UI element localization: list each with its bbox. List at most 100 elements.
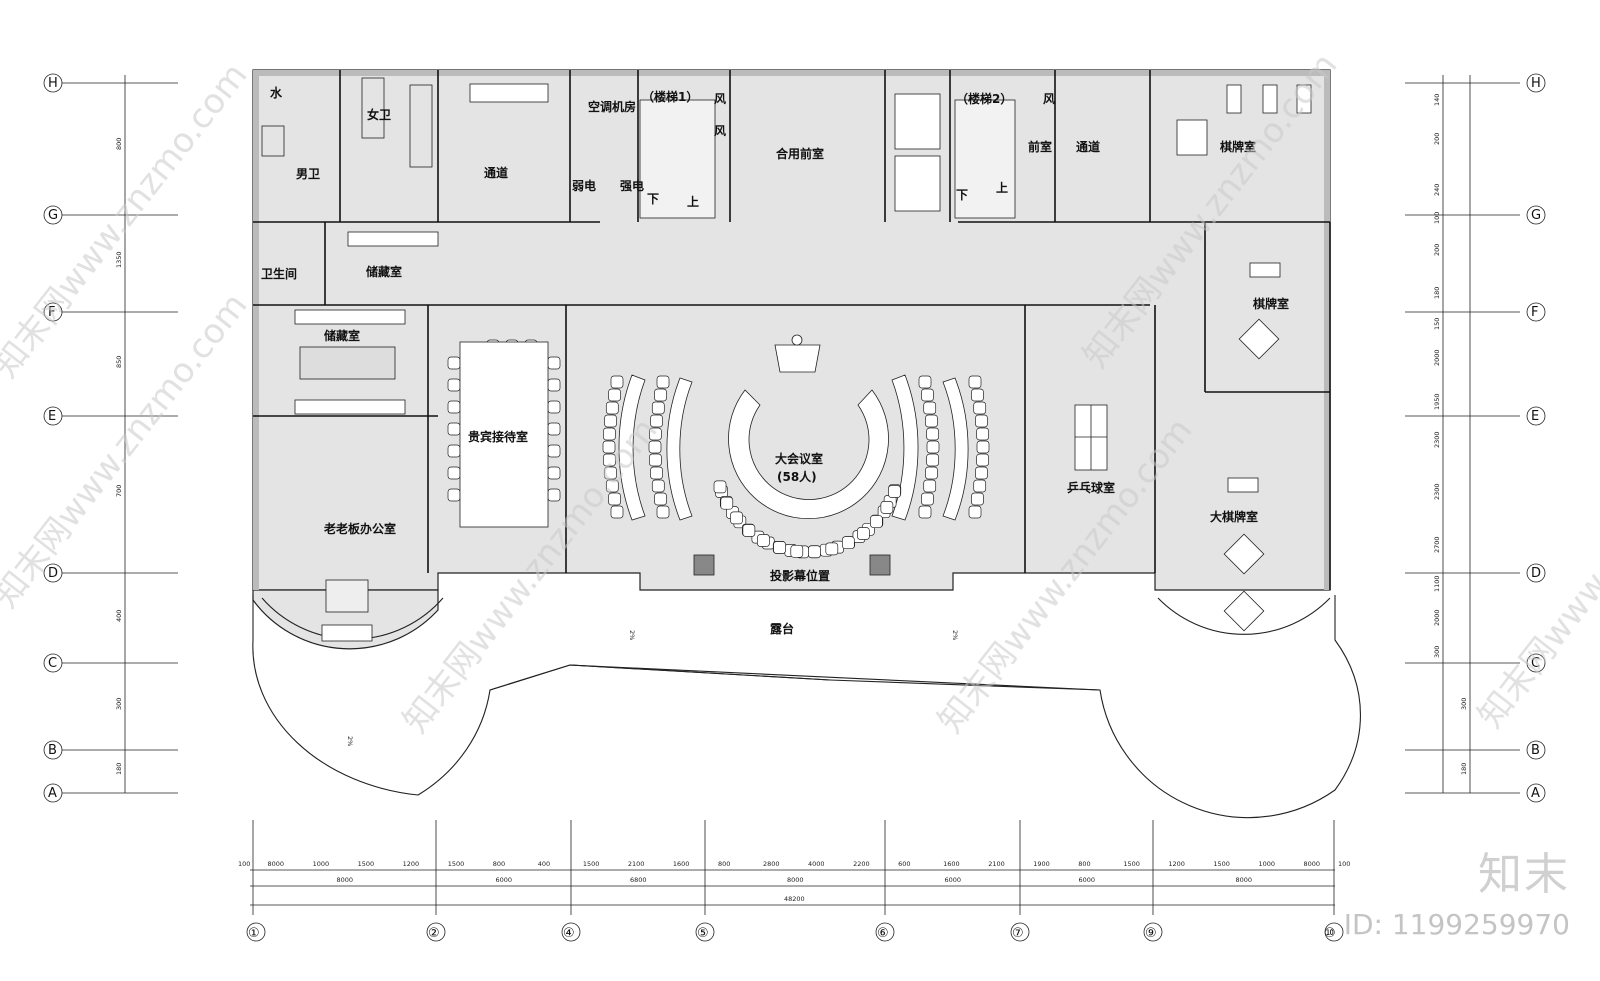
dim-label: 400 (115, 610, 123, 622)
dim-label: 8000 (1303, 860, 1320, 868)
dim-label: 8000 (1236, 876, 1253, 884)
dim-label: 180 (1433, 287, 1441, 299)
dim-label: 1950 (1433, 393, 1441, 410)
axis-row-label: B (1531, 743, 1540, 758)
chair-icon (720, 496, 734, 510)
axis-row-label: D (1531, 566, 1541, 581)
chair-icon (447, 488, 461, 502)
axis-row-label: F (48, 305, 55, 320)
dim-label: 140 (1433, 94, 1441, 106)
dim-label: 2200 (853, 860, 870, 868)
chair-icon (654, 388, 667, 402)
dim-label: 800 (718, 860, 730, 868)
axis-row-label: H (1531, 76, 1541, 91)
dim-label: 1500 (448, 860, 465, 868)
chair-icon (603, 453, 616, 467)
chair-icon (713, 480, 727, 494)
dim-label: 180 (1460, 763, 1468, 775)
room-label-projection: 投影幕位置 (770, 568, 830, 583)
dim-label: 800 (493, 860, 505, 868)
room-label-water: 水 (270, 85, 283, 100)
chair-icon (656, 505, 670, 519)
room-label-vent: 风 (714, 124, 726, 138)
chair-icon (547, 356, 561, 370)
dim-label: 1500 (1213, 860, 1230, 868)
chair-icon (773, 541, 786, 554)
chair-icon (888, 485, 901, 498)
room-labels: 水 女卫 男卫 通道 空调机房 （楼梯1） 风 风 弱电 强电 下 上 合用前室… (261, 85, 1289, 746)
room-label-conference-capacity: (58人) (777, 469, 817, 484)
dim-total-label: 48200 (784, 895, 805, 903)
dim-label: 180 (115, 763, 123, 775)
dim-label: 800 (1078, 860, 1090, 868)
terrace-outline (252, 595, 1362, 819)
room-label-ac-room: 空调机房 (588, 99, 636, 114)
room-label-down: 下 (647, 192, 659, 206)
chair-icon (742, 524, 756, 537)
axis-grid (43, 73, 1546, 942)
chair-icon (971, 388, 984, 402)
dim-label: 400 (538, 860, 550, 868)
chair-icon (808, 545, 821, 559)
chair-icon (651, 479, 665, 493)
room-label-storage2: 储藏室 (324, 328, 360, 343)
axis-row-label: C (1531, 656, 1540, 671)
dim-label: 300 (115, 698, 123, 710)
axis-row-label: A (48, 786, 57, 801)
room-label-stair2: （楼梯2） (956, 91, 1012, 106)
dim-label: 2000 (1433, 349, 1441, 366)
dim-label: 200 (1433, 244, 1441, 256)
chair-icon (654, 492, 667, 506)
dim-label: 8000 (268, 860, 285, 868)
dim-label: 4000 (808, 860, 825, 868)
dim-label: 1100 (1433, 575, 1441, 592)
room-label-washroom: 卫生间 (261, 266, 297, 281)
dim-label: 2100 (988, 860, 1005, 868)
dim-label: 2800 (763, 860, 780, 868)
chair-icon (968, 505, 982, 519)
room-label-terrace: 露台 (770, 621, 794, 636)
chair-icon (976, 453, 989, 467)
chair-icon (926, 453, 939, 467)
room-label-up: 上 (687, 194, 699, 209)
chair-icon (610, 375, 624, 389)
axis-labels: H G F E D C B A H G F E D C B A ① ② ④ ⑤ … (48, 76, 1541, 941)
room-label-shared-lobby: 合用前室 (776, 146, 824, 161)
dim-label: 2300 (1433, 431, 1441, 448)
room-label-corridor-left: 通道 (484, 165, 508, 180)
dim-label: 1000 (1258, 860, 1275, 868)
chair-icon (656, 375, 670, 389)
chair-icon (649, 427, 662, 441)
dim-label: 6800 (630, 876, 647, 884)
interior-walls (253, 70, 1331, 590)
chair-icon (447, 378, 461, 392)
chair-icon (447, 444, 461, 458)
chair-icon (547, 378, 561, 392)
chair-icon (925, 466, 938, 480)
chair-icon (975, 414, 988, 428)
dim-label: 1900 (1033, 860, 1050, 868)
chair-icon (857, 527, 870, 540)
dim-label: 1500 (583, 860, 600, 868)
chair-icon (447, 400, 461, 414)
dim-label: 850 (115, 356, 123, 368)
dim-label: 6000 (1079, 876, 1096, 884)
chair-icon (880, 501, 894, 514)
axis-col-label: ⑥ (877, 926, 889, 941)
axis-col-label: ⑩ (1324, 926, 1336, 941)
chair-icon (976, 440, 990, 454)
dim-label: 2000 (1433, 609, 1441, 626)
dim-label: 240 (1433, 184, 1441, 196)
dim-label: 1200 (1168, 860, 1185, 868)
dim-label: 800 (115, 138, 123, 150)
room-label-vip-reception: 贵宾接待室 (468, 429, 528, 444)
dim-label: 1500 (1123, 860, 1140, 868)
chair-icon (790, 544, 804, 558)
dim-label: 100 (1338, 860, 1350, 868)
chair-icon (923, 401, 937, 415)
chair-icon (926, 440, 940, 454)
chair-icon (447, 422, 461, 436)
chair-icon (604, 414, 617, 428)
chair-icon (971, 492, 984, 506)
